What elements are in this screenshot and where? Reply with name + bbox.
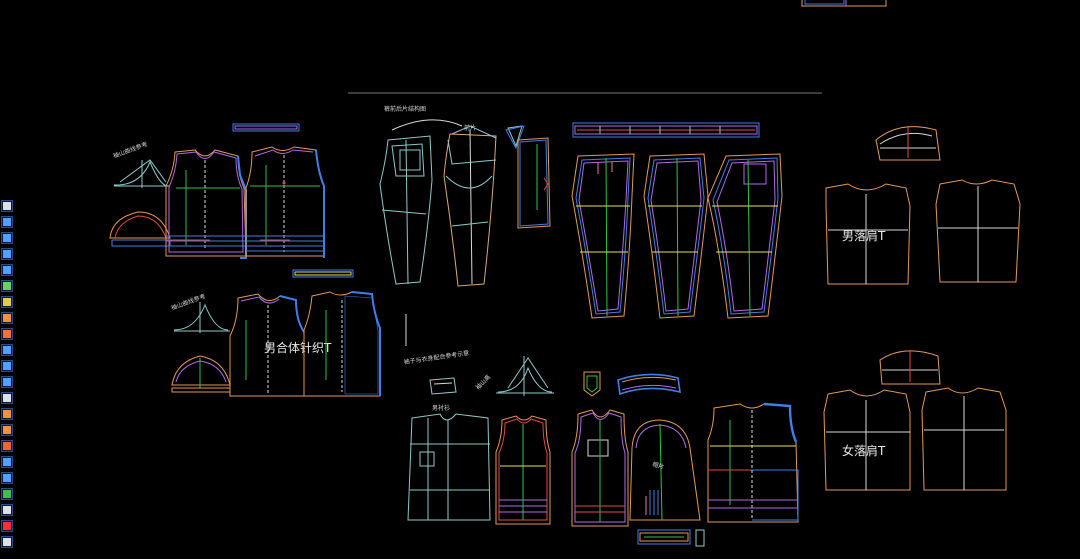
bottom-band [637,529,691,545]
front-male [825,183,911,285]
label-male-knit-tee: 男合体针织T [264,340,332,355]
collar-band [232,123,300,132]
tool-angle[interactable] [1,376,13,388]
fold-icon [3,474,11,482]
pants-leg-1 [571,153,635,319]
back-male [935,179,1021,283]
text-icon [3,506,11,514]
notch-icon [3,458,11,466]
partial-piece-top[interactable] [801,0,887,7]
save-icon [3,394,11,402]
layer-icon [3,490,11,498]
svg-text:前片: 前片 [464,124,476,132]
scissors-icon [3,426,11,434]
female-drop-shoulder-tee[interactable]: 女落肩T [823,350,1007,491]
collar-piece [617,373,681,396]
curve-icon [3,330,11,338]
pattern-group-bottom-center[interactable]: 袖子与衣身配合参考示意 袖山高 男衬衫 [403,349,799,547]
pocket-piece [583,371,601,397]
rectangle-icon [3,282,11,290]
pants-pattern-draft[interactable]: 裤前后片结构图 前片 [379,105,551,287]
tool-square[interactable] [1,296,13,308]
sleeve-curve-sketch [113,159,170,188]
pants-front [379,135,433,285]
back-female [921,387,1007,491]
tool-vertical-line[interactable] [1,248,13,260]
tool-marker[interactable] [1,520,13,532]
pants-annotation: 裤前后片结构图 [384,105,426,113]
tool-pointer[interactable] [1,216,13,228]
pants-leg-3 [707,153,783,319]
pants-back [443,133,497,287]
tool-rectangle[interactable] [1,280,13,292]
male-drop-shoulder-tee[interactable]: 男落肩T [825,126,1021,285]
sleeve-piece-female [879,350,941,385]
measure-icon [3,346,11,354]
tool-grade[interactable] [1,408,13,420]
dart-icon [3,442,11,450]
sleeve-curve-sketch-3 [496,356,554,396]
tool-circle[interactable] [1,312,13,324]
square-icon [3,298,11,306]
tool-fold[interactable] [1,472,13,484]
pants-fly-piece [507,125,523,148]
tool-line[interactable] [1,232,13,244]
pointer-icon [3,218,11,226]
hem-band [292,269,354,278]
marker-icon [3,522,11,530]
shirt-draft [407,413,491,521]
sleeve-piece-male [875,126,941,161]
pattern-group-upper-left[interactable]: 袖山曲线参考 [109,123,354,278]
label-female-drop-tee: 女落肩T [842,443,886,458]
svg-text:帽片: 帽片 [651,460,665,471]
label-male-drop-tee: 男落肩T [842,228,886,243]
tool-save[interactable] [1,392,13,404]
tool-scissors[interactable] [1,424,13,436]
small-collar-sketch [429,377,457,395]
arc-icon [3,362,11,370]
left-toolbar [0,198,14,559]
pants-waistband [572,122,760,138]
circle-icon [3,314,11,322]
bodice-bottom-1 [495,415,551,525]
tool-select-arrow[interactable] [1,200,13,212]
angle-icon [3,378,11,386]
grade-icon [3,410,11,418]
tool-layer[interactable] [1,488,13,500]
bodice-bottom-2 [571,409,629,527]
tool-arc[interactable] [1,360,13,372]
front-female [823,389,911,491]
vertical-line-icon [3,250,11,258]
hood-piece [629,419,701,521]
tool-notch[interactable] [1,456,13,468]
tool-measure[interactable] [1,344,13,356]
sleeve-curve-sketch-2 [173,302,230,333]
parallel-lines-icon [3,266,11,274]
tool-settings[interactable] [1,536,13,548]
pants-leg-2 [643,153,709,319]
settings-icon [3,538,11,546]
tool-dart[interactable] [1,440,13,452]
line-icon [3,234,11,242]
tool-curve[interactable] [1,328,13,340]
tool-parallel-lines[interactable] [1,264,13,276]
pants-graded-set[interactable] [571,122,783,319]
select-arrow-icon [3,202,11,210]
waistband-strip [517,137,551,229]
sleeve-piece-2 [171,355,231,386]
svg-text:男衬衫: 男衬衫 [432,404,450,412]
tool-text[interactable] [1,504,13,516]
